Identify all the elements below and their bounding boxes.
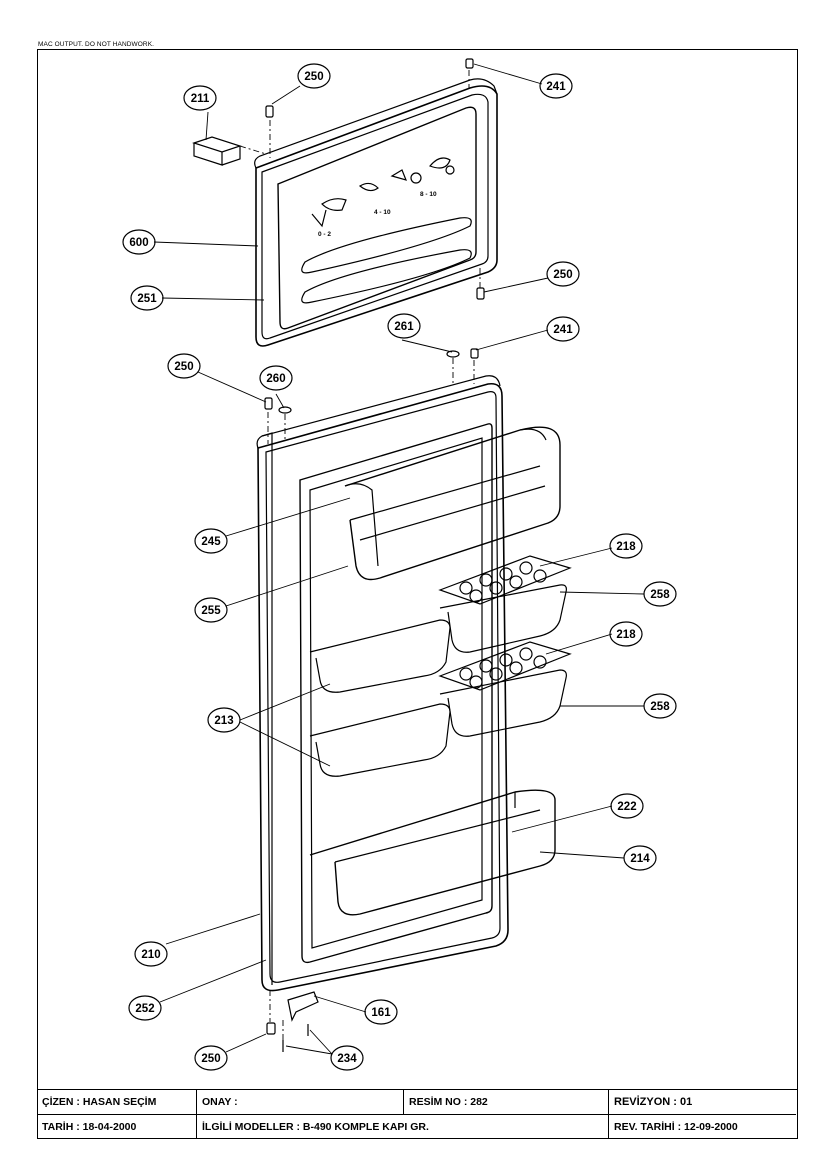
handle-part	[192, 136, 242, 166]
svg-text:241: 241	[546, 81, 566, 93]
related-models: İLGİLİ MODELLER : B-490 KOMPLE KAPI GR.	[202, 1120, 429, 1133]
svg-text:241: 241	[553, 324, 573, 336]
callout-161: 161	[364, 999, 398, 1025]
svg-text:261: 261	[394, 321, 414, 333]
callout-261: 261	[387, 313, 421, 339]
fridge-door	[256, 375, 572, 1052]
date: TARİH : 18-04-2000	[42, 1120, 137, 1133]
exploded-parts-drawing: 0 - 2 4 - 10 8 - 10	[122, 58, 677, 1071]
approval: ONAY :	[202, 1096, 238, 1108]
callout-252: 252	[128, 995, 162, 1021]
svg-text:250: 250	[304, 71, 323, 83]
callout-210: 210	[134, 941, 168, 967]
panel-label-2: 4 - 10	[374, 209, 391, 216]
revision-date: REV. TARİHİ : 12-09-2000	[614, 1120, 738, 1133]
callout-250: 250	[546, 261, 580, 287]
svg-text:252: 252	[135, 1003, 154, 1015]
callout-250: 250	[167, 353, 201, 379]
revision: REVİZYON : 01	[614, 1096, 693, 1108]
drawing-note: MAC OUTPUT. DO NOT HANDWORK.	[38, 41, 155, 48]
panel-label-1: 0 - 2	[318, 231, 331, 238]
svg-text:260: 260	[266, 373, 285, 385]
panel-label-3: 8 - 10	[420, 191, 437, 198]
svg-text:250: 250	[201, 1053, 220, 1065]
hinge-pins	[264, 58, 485, 1035]
callout-218: 218	[609, 621, 643, 647]
svg-text:222: 222	[617, 801, 636, 813]
callout-255: 255	[194, 597, 228, 623]
assembly-lines	[239, 70, 481, 1040]
callout-234: 234	[330, 1045, 364, 1071]
svg-text:250: 250	[553, 269, 572, 281]
svg-text:218: 218	[616, 629, 636, 641]
svg-text:250: 250	[174, 361, 193, 373]
svg-text:255: 255	[201, 605, 221, 617]
callout-250: 250	[194, 1045, 228, 1071]
svg-text:258: 258	[650, 589, 670, 601]
drawing-frame	[37, 49, 798, 1139]
callout-241: 241	[546, 316, 580, 342]
drawn-by: ÇİZEN : HASAN SEÇİM	[42, 1096, 157, 1108]
svg-text:214: 214	[630, 853, 650, 865]
svg-text:211: 211	[191, 93, 210, 105]
svg-text:234: 234	[337, 1053, 357, 1065]
callout-258: 258	[643, 693, 677, 719]
callout-245: 245	[194, 528, 228, 554]
callout-250: 250	[297, 63, 331, 89]
drawing-number: RESİM NO : 282	[409, 1096, 488, 1108]
callouts: 250 241 211 600 251 250 261 241 250 260 …	[122, 63, 677, 1071]
svg-text:245: 245	[201, 536, 221, 548]
callout-213: 213	[207, 707, 241, 733]
svg-text:218: 218	[616, 541, 636, 553]
svg-text:213: 213	[214, 715, 233, 727]
svg-text:210: 210	[141, 949, 160, 961]
svg-text:258: 258	[650, 701, 670, 713]
svg-text:251: 251	[137, 293, 157, 305]
leader-lines	[153, 63, 645, 1055]
callout-600: 600	[122, 229, 156, 255]
freezer-door: 0 - 2 4 - 10 8 - 10	[254, 78, 498, 347]
callout-218: 218	[609, 533, 643, 559]
callout-241: 241	[539, 73, 573, 99]
callout-260: 260	[259, 365, 293, 391]
callout-211: 211	[183, 85, 217, 111]
callout-222: 222	[610, 793, 644, 819]
title-block: ÇİZEN : HASAN SEÇİM ONAY : RESİM NO : 28…	[37, 1089, 798, 1139]
svg-text:600: 600	[129, 237, 148, 249]
callout-251: 251	[130, 285, 164, 311]
svg-text:161: 161	[371, 1007, 391, 1019]
callout-214: 214	[623, 845, 657, 871]
callout-258: 258	[643, 581, 677, 607]
